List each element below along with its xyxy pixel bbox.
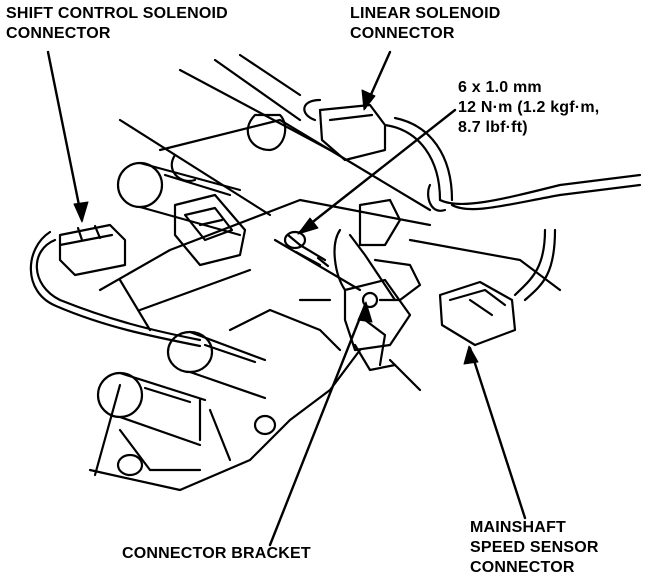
label-line: LINEAR SOLENOID [350, 5, 501, 22]
label-line: 12 N·m (1.2 kgf·m, [458, 99, 600, 116]
label-line: 8.7 lbf·ft) [458, 119, 528, 136]
label-line: SHIFT CONTROL SOLENOID [6, 5, 228, 22]
bolt-torque-spec-label: 6 x 1.0 mm 12 N·m (1.2 kgf·m, 8.7 lbf·ft… [458, 78, 599, 138]
shift-control-solenoid-connector-label: SHIFT CONTROL SOLENOID CONNECTOR [6, 4, 228, 44]
label-line: CONNECTOR BRACKET [122, 545, 311, 562]
label-line: CONNECTOR [470, 559, 575, 576]
upper-solenoid-connector [173, 193, 247, 267]
label-line: CONNECTOR [350, 25, 455, 42]
mainshaft-speed-sensor-connector-label: MAINSHAFT SPEED SENSOR CONNECTOR [470, 518, 599, 578]
right-side-connectors [333, 198, 422, 302]
pointer-arrowheads [73, 89, 479, 365]
label-line: MAINSHAFT [470, 519, 567, 536]
linear-solenoid-connector [303, 98, 642, 212]
label-line: CONNECTOR [6, 25, 111, 42]
label-line: SPEED SENSOR [470, 539, 599, 556]
shift-control-solenoid-connector [29, 223, 202, 348]
label-line: 6 x 1.0 mm [458, 79, 542, 96]
mounting-bolt [283, 230, 330, 268]
transmission-case-outline [88, 53, 562, 492]
lower-solenoid-bodies [96, 330, 277, 477]
upper-solenoid-body [116, 161, 242, 237]
linear-solenoid-connector-label: LINEAR SOLENOID CONNECTOR [350, 4, 501, 44]
connector-bracket-label: CONNECTOR BRACKET [122, 544, 311, 564]
connector-bracket-shape [343, 278, 412, 372]
mainshaft-speed-sensor-connector [438, 228, 557, 347]
